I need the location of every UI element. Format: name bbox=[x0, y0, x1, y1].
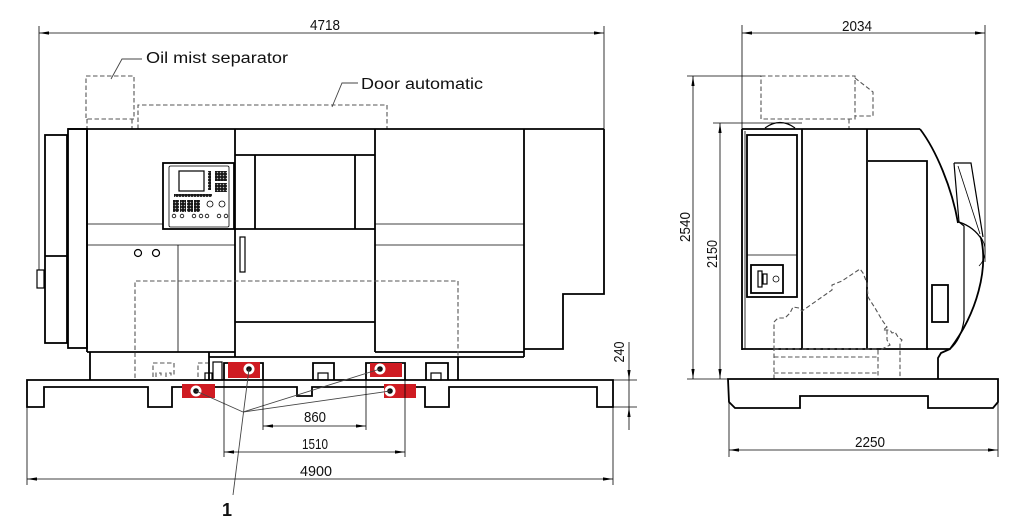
door-handle bbox=[239, 236, 246, 273]
keypad-block bbox=[187, 200, 193, 212]
panel-button-icon bbox=[191, 213, 197, 219]
dimension-label-pad-outer-spacing: 1510 bbox=[302, 436, 328, 453]
hidden-door-swing-profile bbox=[773, 268, 903, 379]
roof-hump bbox=[764, 121, 796, 129]
machine-body-side bbox=[741, 121, 986, 380]
side-curved-enclosure-upper bbox=[919, 128, 959, 224]
panel-button-icon bbox=[204, 213, 210, 219]
side-sloped-window bbox=[953, 162, 984, 241]
cnc-control-panel bbox=[162, 162, 235, 230]
callout-item-1: 1 bbox=[195, 368, 391, 520]
dimension-label-base-width: 4900 bbox=[300, 463, 332, 480]
leader-line bbox=[232, 368, 250, 496]
callout-oil-mist-separator: Oil mist separator bbox=[85, 50, 288, 129]
control-panel-housing bbox=[162, 162, 235, 230]
machine-body-front bbox=[36, 128, 605, 381]
dimension-overall-width: 4718 bbox=[38, 17, 605, 270]
keypad-upper bbox=[215, 171, 227, 181]
panel-button-icon bbox=[216, 213, 222, 219]
side-control-switch bbox=[757, 270, 763, 288]
dimension-label-overall-height: 2540 bbox=[677, 212, 694, 242]
left-connector bbox=[36, 269, 45, 289]
override-knob-icon bbox=[206, 200, 214, 208]
hidden-foot bbox=[152, 362, 175, 377]
panel-button-icon bbox=[171, 213, 177, 219]
machine-base-side bbox=[727, 378, 999, 409]
keypad-lower bbox=[215, 183, 227, 192]
leveling-pads bbox=[182, 362, 416, 398]
door-automatic-outline bbox=[137, 104, 388, 129]
dimension-overall-depth: 2034 bbox=[741, 18, 986, 262]
dimension-label-machine-height: 2150 bbox=[704, 240, 721, 268]
leveling-block bbox=[425, 362, 449, 380]
keypad-block bbox=[173, 200, 179, 212]
hidden-foot bbox=[197, 362, 208, 377]
oil-mist-separator-outline bbox=[760, 75, 856, 120]
callout-door-automatic: Door automatic bbox=[137, 76, 483, 129]
leader-line bbox=[195, 390, 244, 413]
oil-mist-separator-outline bbox=[85, 75, 135, 120]
leader-line bbox=[242, 390, 391, 413]
softkey-column bbox=[208, 171, 211, 190]
side-control-button-icon bbox=[772, 275, 780, 283]
cabinet-lock-icon bbox=[133, 248, 143, 258]
panel-button-icon bbox=[223, 213, 229, 219]
dimension-label-pad-inner-spacing: 860 bbox=[304, 409, 326, 426]
dimension-base-depth: 2250 bbox=[728, 402, 999, 457]
oil-mist-separator-chamfer bbox=[854, 77, 874, 117]
leveling-block bbox=[312, 362, 335, 380]
panel-button-icon bbox=[198, 213, 204, 219]
oil-mist-separator-side bbox=[760, 75, 874, 129]
front-view: 4718 Oil mist separator Door automatic bbox=[26, 17, 637, 520]
dimension-pad-inner-spacing: 860 bbox=[262, 380, 367, 430]
side-control-box bbox=[750, 264, 784, 294]
side-control-switch bbox=[762, 273, 768, 285]
control-panel-face bbox=[168, 165, 230, 228]
side-curved-enclosure-lower bbox=[937, 237, 984, 379]
side-window-latch bbox=[978, 235, 986, 267]
left-end-cover bbox=[44, 134, 68, 344]
base-outline bbox=[26, 379, 614, 408]
keypad-block bbox=[194, 200, 200, 212]
right-end-cover bbox=[524, 129, 605, 350]
leader-line bbox=[110, 58, 142, 80]
side-door-window bbox=[746, 134, 798, 298]
side-rear-cabinet bbox=[868, 160, 928, 350]
dimension-label-overall-width: 4718 bbox=[310, 17, 340, 34]
side-enclosure-inner bbox=[949, 221, 965, 350]
leader-line bbox=[331, 82, 358, 108]
override-knob-icon bbox=[218, 200, 226, 208]
base-outline-side bbox=[727, 378, 999, 409]
dimension-base-height: 240 bbox=[611, 342, 637, 430]
dimension-base-width: 4900 bbox=[26, 407, 614, 485]
dimension-label-overall-depth: 2034 bbox=[842, 18, 872, 35]
panel-button-icon bbox=[179, 213, 185, 219]
hidden-door-swing-profile bbox=[879, 330, 891, 351]
side-access-hatch bbox=[931, 284, 949, 323]
control-screen bbox=[178, 170, 205, 192]
softkey-row bbox=[174, 194, 212, 197]
dimension-label-base-depth: 2250 bbox=[855, 434, 885, 451]
dimension-machine-height: 2150 bbox=[704, 122, 802, 379]
dimension-label-base-height: 240 bbox=[611, 342, 628, 363]
leader-line bbox=[242, 368, 381, 413]
hidden-chip-conveyor-outline bbox=[134, 280, 459, 378]
dimension-pad-outer-spacing: 1510 bbox=[223, 380, 406, 457]
callout-label-door-automatic: Door automatic bbox=[361, 76, 483, 93]
cabinet-lock-icon bbox=[151, 248, 161, 258]
item-number-label: 1 bbox=[222, 500, 232, 520]
callout-label-oil-mist-separator: Oil mist separator bbox=[146, 50, 288, 67]
machine-base-front bbox=[26, 379, 614, 408]
side-sloped-window-seam bbox=[957, 165, 981, 235]
side-view: 2034 2540 2150 bbox=[677, 18, 999, 457]
keypad-block bbox=[180, 200, 186, 212]
dimension-overall-height: 2540 bbox=[677, 75, 761, 380]
